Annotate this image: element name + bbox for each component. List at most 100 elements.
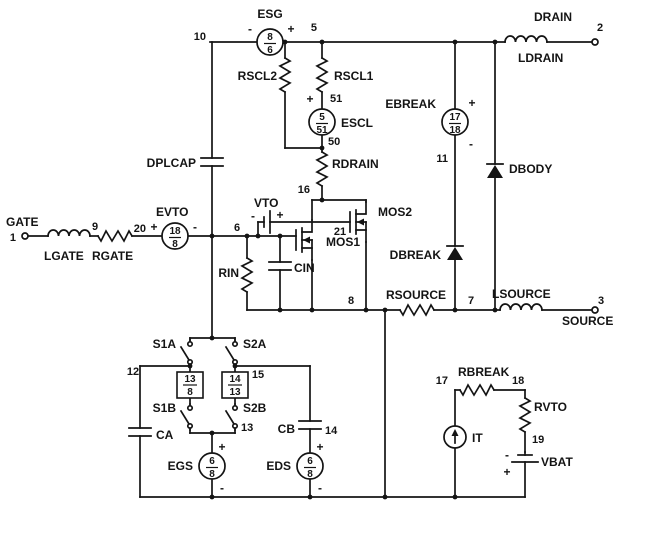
rgate-label: RGATE <box>92 249 133 263</box>
node-19-label: 19 <box>532 434 544 446</box>
node-5-label: 5 <box>311 22 317 34</box>
s1b-label: S1B <box>153 401 177 415</box>
esg-source: 8 6 <box>256 28 284 56</box>
vbat-minus-sign: - <box>505 448 509 462</box>
ebreak-ctrl-top: 17 <box>449 112 461 123</box>
evto-plus-sign: + <box>150 220 157 234</box>
vto-plus-sign: + <box>276 208 283 222</box>
node-12-label: 12 <box>127 366 139 378</box>
vto-label: VTO <box>254 196 278 210</box>
rgate-resistor <box>97 230 133 242</box>
node-20-label: 20 <box>134 223 146 235</box>
rscl2-resistor <box>279 57 291 93</box>
sw2-ctrl-bot: 13 <box>229 387 241 398</box>
lsource-inductor <box>499 303 543 311</box>
node-7-label: 7 <box>468 295 474 307</box>
node-6-label: 6 <box>234 222 240 234</box>
rin-label: RIN <box>218 266 239 280</box>
it-label: IT <box>472 431 483 445</box>
evto-source: 18 8 <box>161 222 189 250</box>
node-18-label: 18 <box>512 375 524 387</box>
egs-label: EGS <box>168 459 193 473</box>
mos2-label: MOS2 <box>378 205 412 219</box>
dplcap-capacitor <box>200 157 224 167</box>
ebreak-source: 17 18 <box>441 108 469 136</box>
s1b-switch <box>180 403 194 431</box>
ldrain-label: LDRAIN <box>518 51 563 65</box>
evto-minus-sign: - <box>193 220 197 234</box>
it-current-source <box>443 425 467 449</box>
evto-ctrl-bot: 8 <box>172 239 178 250</box>
lsource-label: LSOURCE <box>492 287 551 301</box>
node-9-label: 9 <box>92 221 98 233</box>
egs-source: 6 8 <box>198 452 226 480</box>
vbat-battery <box>511 454 539 463</box>
node-14-label: 14 <box>325 425 338 437</box>
ebreak-label: EBREAK <box>385 97 436 111</box>
eds-plus-sign: + <box>316 440 323 454</box>
ca-capacitor <box>128 427 152 437</box>
source-pin-label: 3 <box>598 295 604 307</box>
node-15-label: 15 <box>252 369 264 381</box>
rscl1-resistor <box>316 57 328 93</box>
ca-label: CA <box>156 428 174 442</box>
s2a-label: S2A <box>243 337 267 351</box>
mos1-label: MOS1 <box>326 235 360 249</box>
lgate-label: LGATE <box>44 249 84 263</box>
egs-minus-sign: - <box>220 481 224 495</box>
node-10-label: 10 <box>194 31 206 43</box>
sw2-ctrl-top: 14 <box>229 374 241 385</box>
ebreak-plus-sign: + <box>468 96 475 110</box>
rvto-resistor <box>519 397 531 433</box>
esg-plus-sign: + <box>287 22 294 36</box>
node-16-label: 16 <box>298 184 310 196</box>
source-terminal-label: SOURCE <box>562 314 613 328</box>
gate-terminal-label: GATE <box>6 215 38 229</box>
vto-battery <box>263 210 271 234</box>
source-terminal <box>591 306 599 314</box>
rsource-resistor <box>399 304 435 316</box>
esg-minus-sign: - <box>248 22 252 36</box>
gate-terminal <box>21 232 29 240</box>
egs-plus-sign: + <box>218 440 225 454</box>
node-13-label: 13 <box>241 422 253 434</box>
labels: ESG - + 10 5 DRAIN 2 LDRAIN RSCL2 RSCL1 … <box>6 7 613 495</box>
rsource-label: RSOURCE <box>386 288 446 302</box>
rdrain-label: RDRAIN <box>332 157 379 171</box>
eds-label: EDS <box>266 459 291 473</box>
s2a-switch <box>225 339 239 367</box>
node-8-label: 8 <box>348 295 354 307</box>
sw1-control-box: 13 8 <box>176 371 204 399</box>
cin-capacitor <box>268 261 292 271</box>
dbody-label: DBODY <box>509 162 552 176</box>
vto-minus-sign: - <box>251 209 255 223</box>
esg-ctrl-top: 8 <box>267 32 273 43</box>
node-11-label: 11 <box>436 153 448 165</box>
dbody-diode <box>486 163 504 179</box>
eds-ctrl-bot: 8 <box>307 469 313 480</box>
wires <box>27 41 593 498</box>
rbreak-label: RBREAK <box>458 365 510 379</box>
s1a-label: S1A <box>153 337 177 351</box>
escl-ctrl-bot: 51 <box>316 125 328 136</box>
ldrain-inductor <box>504 35 548 43</box>
evto-ctrl-top: 18 <box>169 226 181 237</box>
cin-label: CIN <box>294 261 315 275</box>
esg-ctrl-bot: 6 <box>267 45 273 56</box>
egs-ctrl-bot: 8 <box>209 469 215 480</box>
esg-label: ESG <box>257 7 282 21</box>
ebreak-minus-sign: - <box>469 137 473 151</box>
cb-capacitor <box>298 420 322 430</box>
drain-terminal <box>591 38 599 46</box>
eds-minus-sign: - <box>318 481 322 495</box>
node-50-label: 50 <box>328 136 340 148</box>
junction-dots <box>187 39 498 500</box>
lgate-inductor <box>47 229 91 237</box>
node-21-label: 21 <box>334 226 346 238</box>
escl-plus-sign: + <box>306 92 313 106</box>
gate-pin-label: 1 <box>10 232 16 244</box>
s1a-switch <box>180 339 194 367</box>
egs-ctrl-top: 6 <box>209 456 215 467</box>
